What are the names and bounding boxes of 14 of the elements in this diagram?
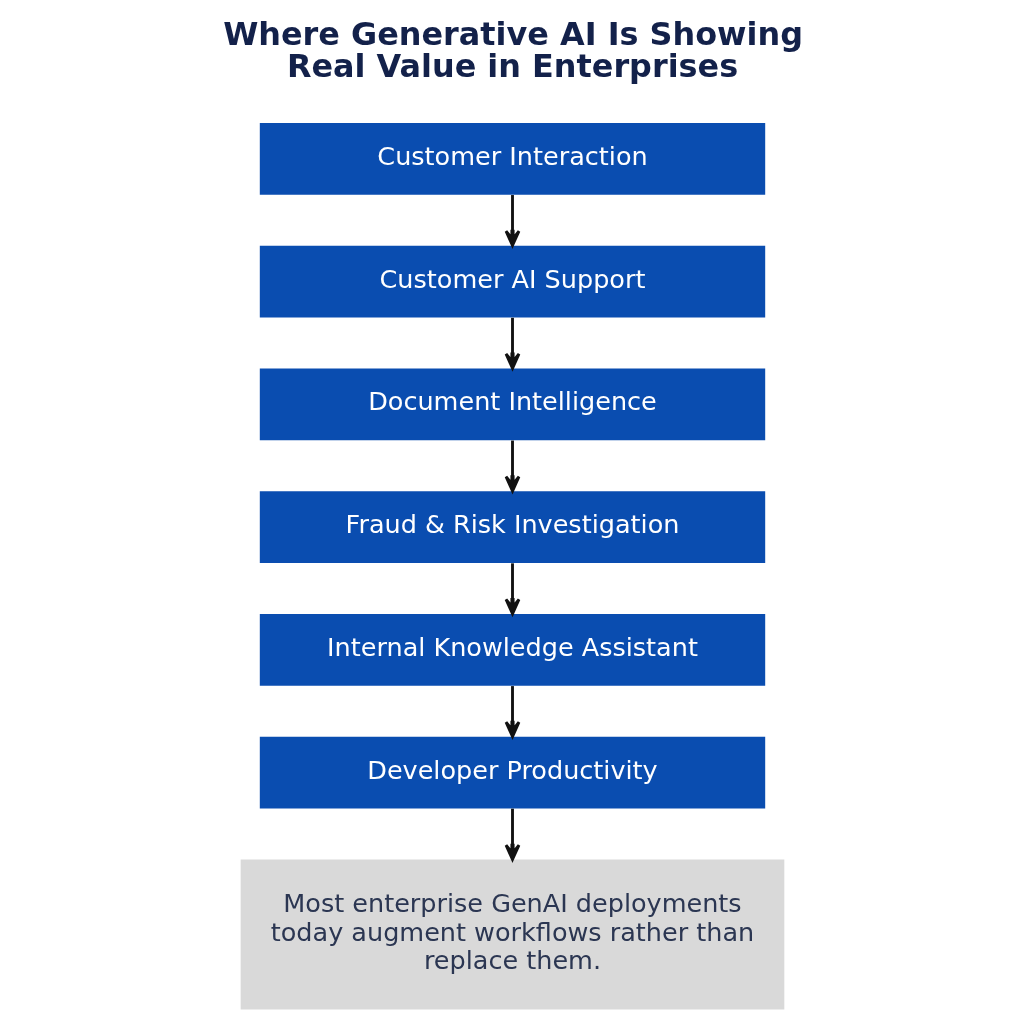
arrow [504,195,520,247]
node-box: Most enterprise GenAI deployments today augment workflows rather than replace them. [240,859,784,1010]
arrow [504,317,520,370]
node-box: Customer Interaction [259,123,765,195]
node-box: Document Intelligence [259,368,765,441]
node-box: Internal Knowledge Assistant [259,614,765,686]
arrow [504,808,520,861]
node-box: Customer AI Support [259,245,765,318]
arrow [504,686,520,738]
arrow [504,440,520,493]
diagram-title: Where Generative AI Is Showing Real Value in Enterprises [222,14,803,85]
node-box: Fraud & Risk Investigation [259,491,765,563]
arrow [504,563,520,616]
node-box: Developer Productivity [259,736,765,809]
